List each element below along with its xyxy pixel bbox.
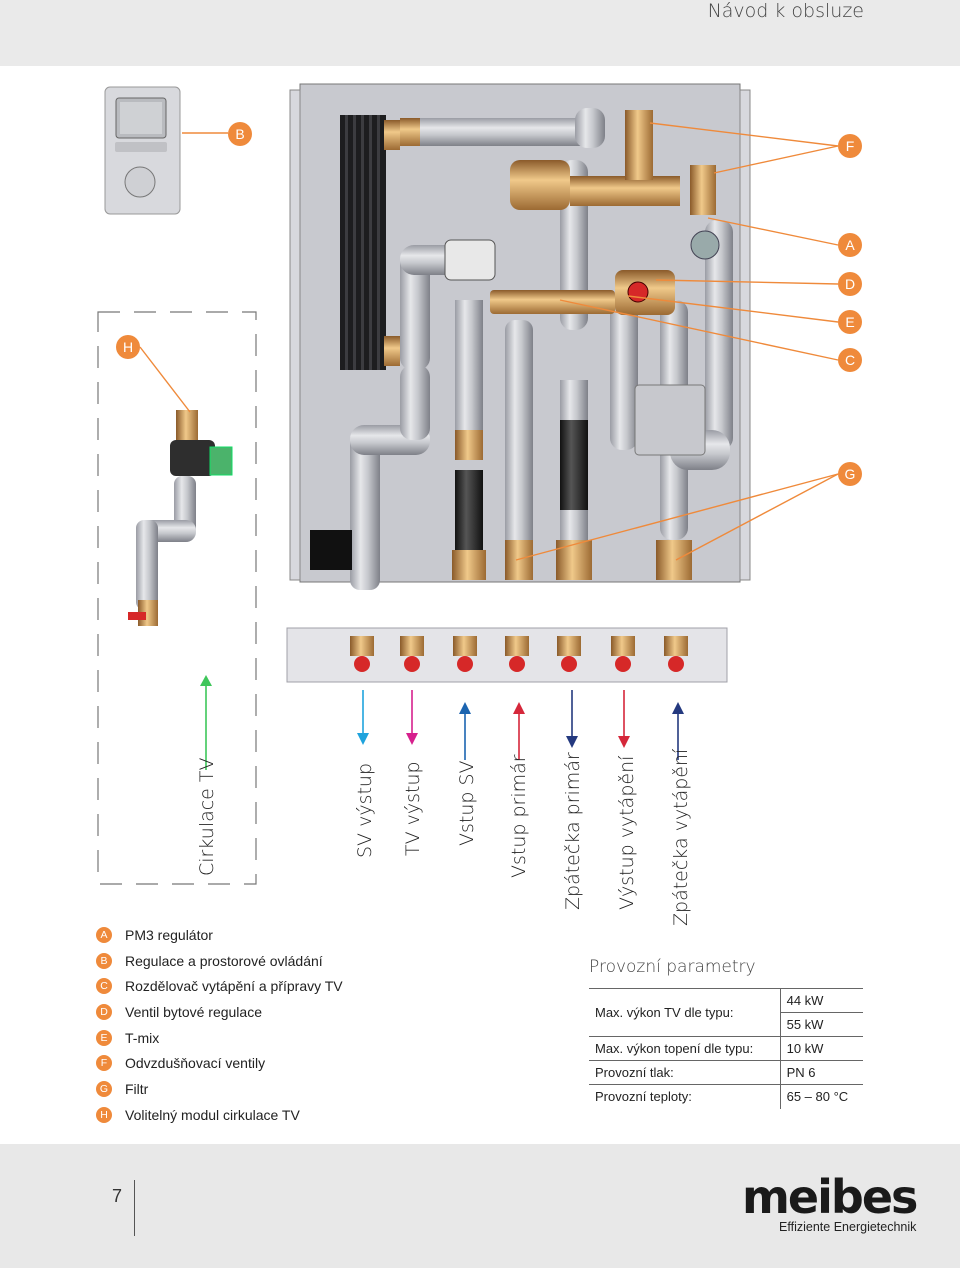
param-value: PN 6 bbox=[779, 1060, 863, 1085]
legend-key: H bbox=[96, 1106, 112, 1123]
legend-text: T-mix bbox=[125, 1029, 160, 1046]
params-table: Max. výkon TV dle typu: 44 kW 55 kW Max.… bbox=[589, 988, 863, 1109]
label-sv-input: Vstup SV bbox=[456, 760, 478, 846]
legend-item: B Regulace a prostorové ovládání bbox=[96, 948, 343, 974]
legend-item: E T-mix bbox=[96, 1025, 343, 1051]
label-tv-output: TV výstup bbox=[402, 761, 424, 856]
legend-key: A bbox=[96, 926, 112, 943]
label-primary-return: Zpátečka primár bbox=[562, 752, 584, 910]
page-title: Návod k obsluze bbox=[707, 0, 864, 22]
heat-exchanger bbox=[340, 115, 400, 370]
callout-g: G bbox=[838, 462, 862, 486]
label-heating-return: Zpátečka vytápění bbox=[670, 748, 692, 926]
callout-c: C bbox=[838, 348, 862, 372]
legend: A PM3 regulátor B Regulace a prostorové ov… bbox=[96, 922, 343, 1128]
legend-text: Volitelný modul cirkulace TV bbox=[125, 1106, 300, 1123]
param-value: 65 – 80 °C bbox=[779, 1084, 863, 1109]
param-label: Provozní tlak: bbox=[589, 1060, 781, 1085]
manifold bbox=[490, 290, 615, 314]
station-illustration bbox=[97, 83, 839, 885]
param-value: 55 kW bbox=[779, 1012, 863, 1037]
label-circulation: Cirkulace TV bbox=[196, 757, 218, 876]
legend-key: C bbox=[96, 978, 112, 995]
connection-valves bbox=[350, 636, 688, 672]
circulation-module bbox=[97, 311, 257, 885]
param-label: Max. výkon topení dle typu: bbox=[589, 1036, 781, 1061]
param-label: Max. výkon TV dle typu: bbox=[589, 988, 781, 1037]
label-sv-output: SV výstup bbox=[354, 762, 376, 858]
footer: 7 meibes Effiziente Energietechnik bbox=[0, 1144, 960, 1268]
page-number: 7 bbox=[112, 1186, 123, 1206]
callout-a: A bbox=[838, 233, 862, 257]
legend-item: G Filtr bbox=[96, 1076, 343, 1102]
brand-logo: meibes Effiziente Energietechnik bbox=[742, 1170, 918, 1234]
legend-text: Regulace a prostorové ovládání bbox=[125, 952, 323, 969]
footer-divider bbox=[134, 1180, 135, 1236]
callout-lines bbox=[139, 122, 839, 561]
legend-key: F bbox=[96, 1055, 112, 1072]
callout-d: D bbox=[838, 272, 862, 296]
brand-tagline: Effiziente Energietechnik bbox=[779, 1220, 917, 1234]
callout-h: H bbox=[116, 335, 140, 359]
legend-text: PM3 regulátor bbox=[125, 926, 213, 943]
brand-name: meibes bbox=[742, 1170, 918, 1224]
flow-arrows bbox=[200, 675, 684, 770]
legend-key: D bbox=[96, 1003, 112, 1020]
callout-e: E bbox=[838, 310, 862, 334]
params-title: Provozní parametry bbox=[589, 957, 756, 977]
param-value: 10 kW bbox=[779, 1036, 863, 1061]
legend-key: G bbox=[96, 1080, 112, 1097]
legend-item: D Ventil bytové regulace bbox=[96, 999, 343, 1025]
legend-text: Rozdělovač vytápění a přípravy TV bbox=[125, 978, 343, 995]
legend-text: Odvzdušňovací ventily bbox=[125, 1055, 266, 1072]
label-heating-output: Výstup vytápění bbox=[616, 755, 638, 910]
label-primary-input: Vstup primár bbox=[508, 754, 530, 878]
legend-key: E bbox=[96, 1029, 112, 1046]
legend-item: F Odvzdušňovací ventily bbox=[96, 1050, 343, 1076]
legend-key: B bbox=[96, 952, 112, 969]
legend-item: H Volitelný modul cirkulace TV bbox=[96, 1102, 343, 1128]
callout-b: B bbox=[228, 122, 252, 146]
legend-text: Filtr bbox=[125, 1080, 149, 1097]
legend-text: Ventil bytové regulace bbox=[125, 1003, 262, 1020]
param-label: Provozní teploty: bbox=[589, 1084, 781, 1109]
callout-f: F bbox=[838, 134, 862, 158]
legend-item: A PM3 regulátor bbox=[96, 922, 343, 948]
legend-item: C Rozdělovač vytápění a přípravy TV bbox=[96, 973, 343, 999]
room-controller bbox=[104, 86, 181, 215]
param-value: 44 kW bbox=[779, 988, 863, 1013]
header-bar: Návod k obsluze bbox=[0, 0, 960, 66]
